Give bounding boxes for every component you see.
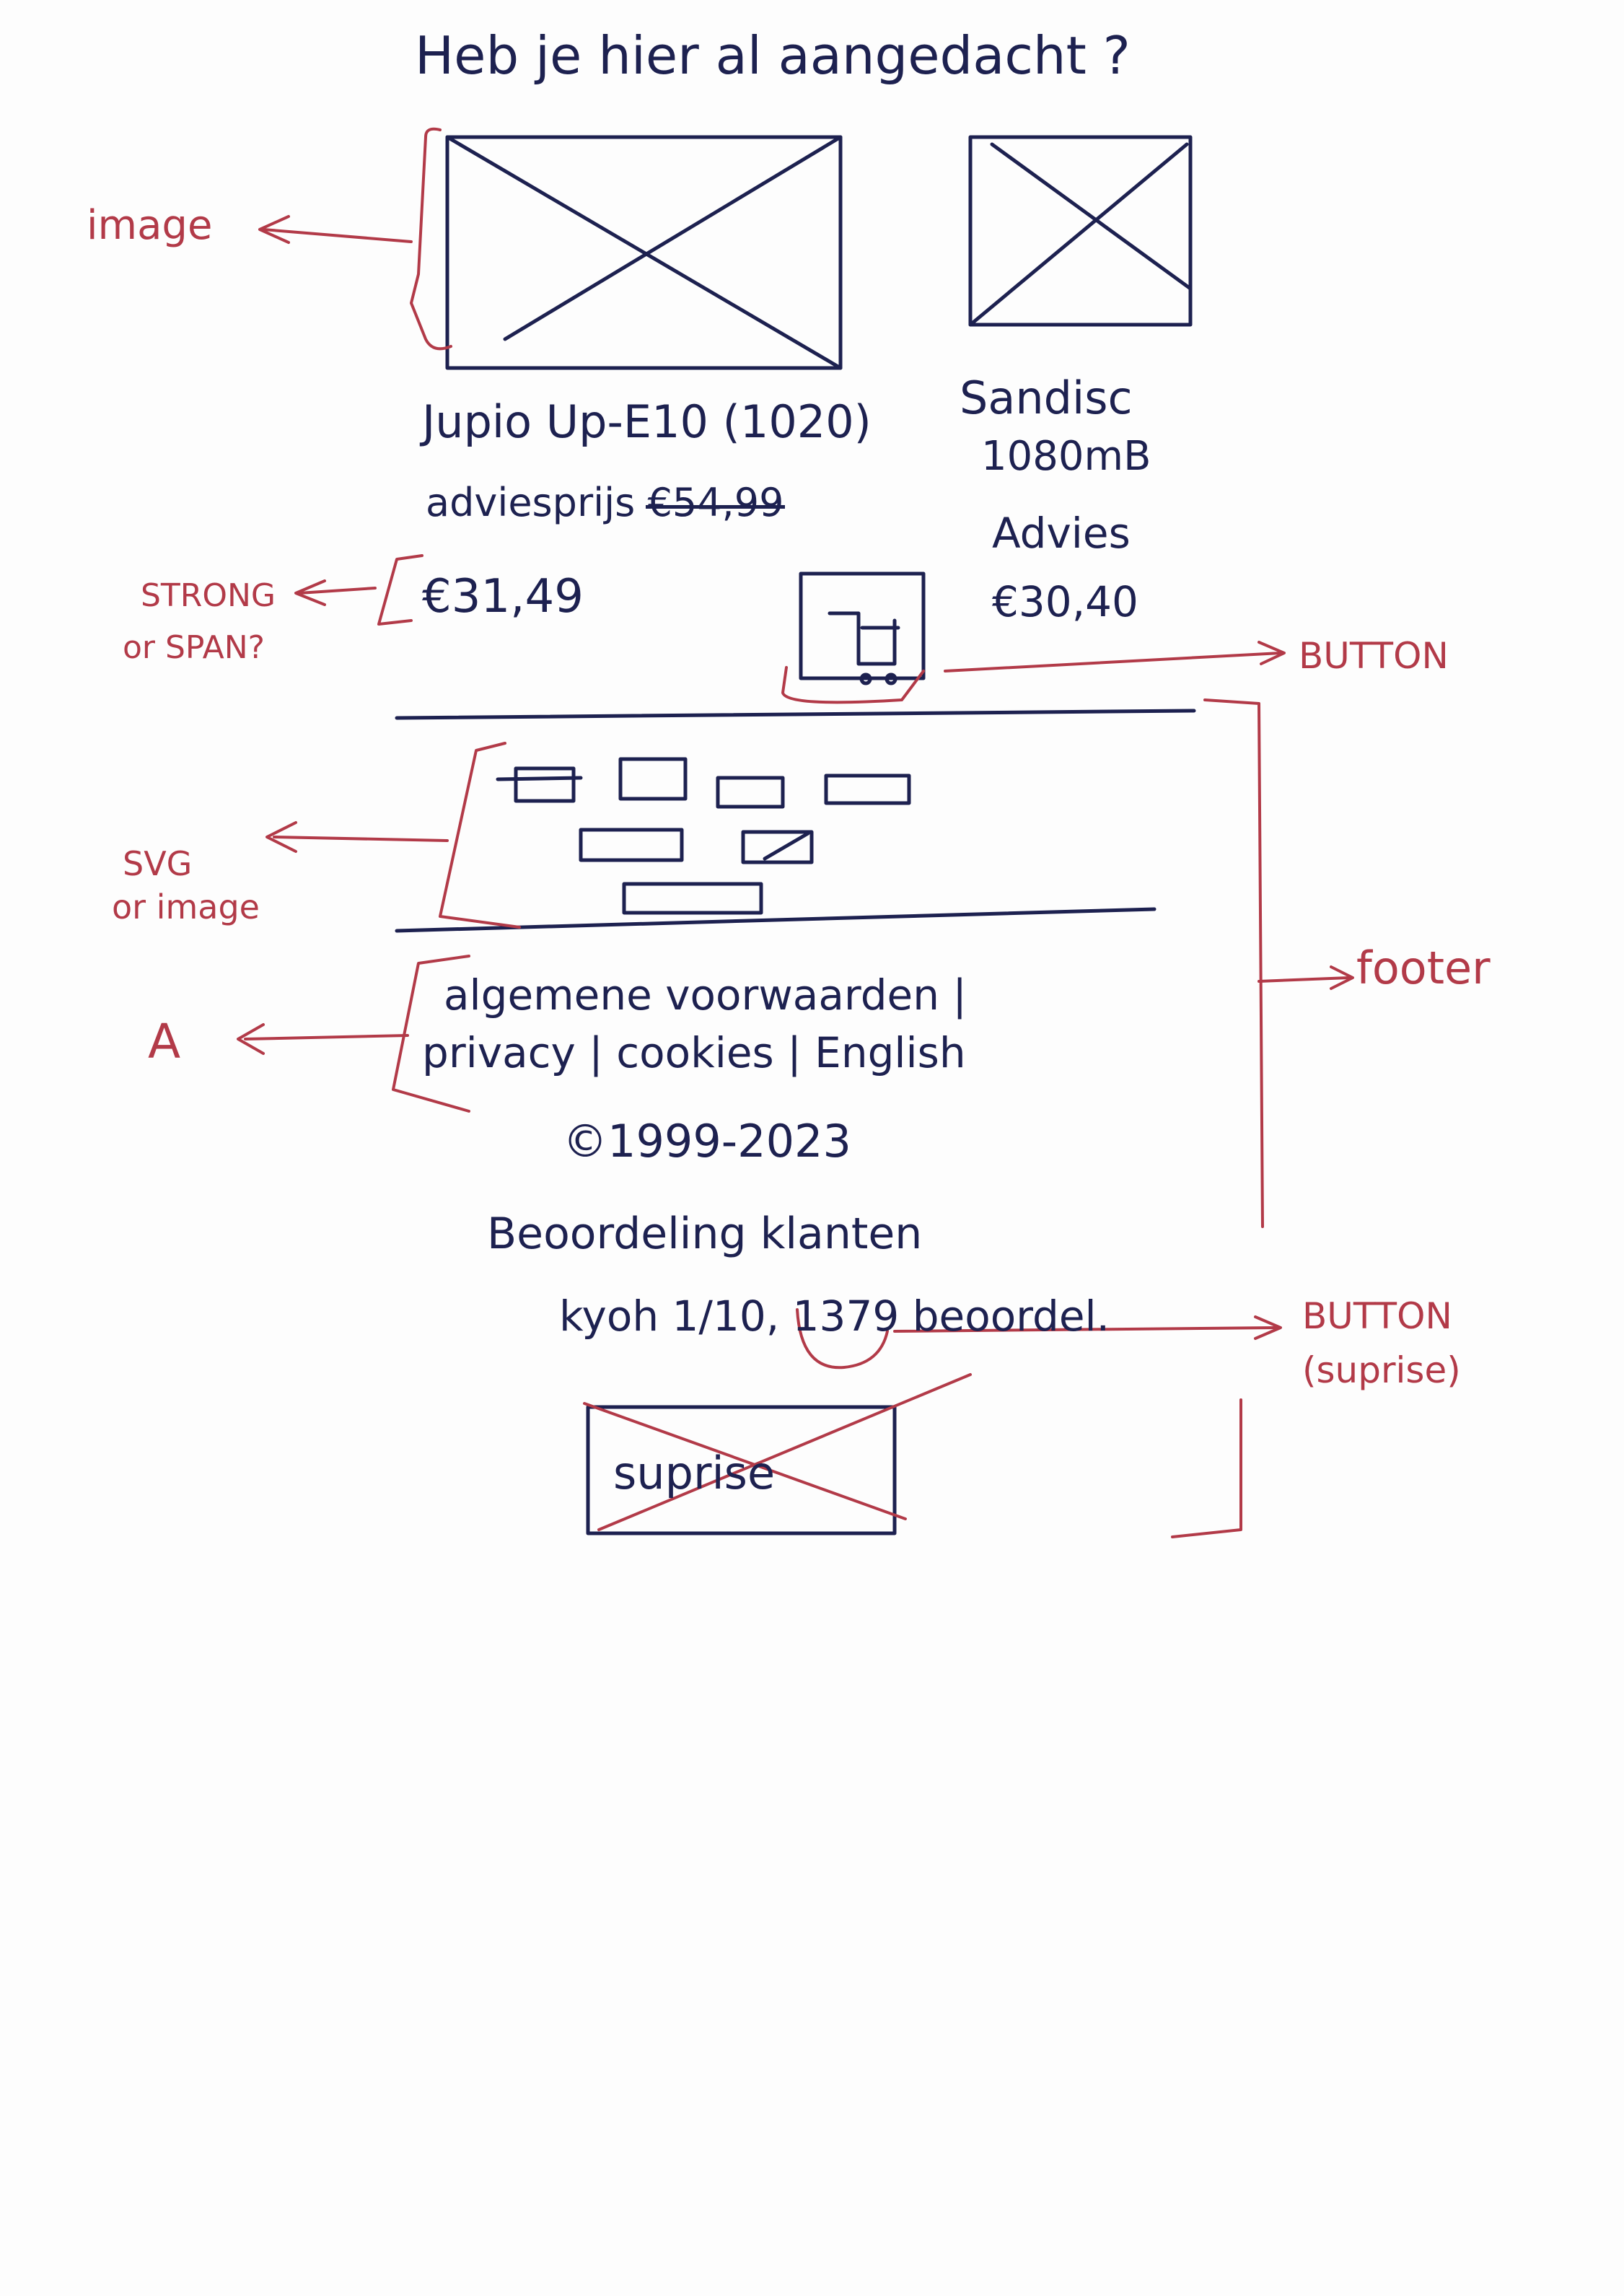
annotation-footer: footer: [1356, 942, 1491, 994]
annotation-link: A: [148, 1014, 181, 1069]
footer-separator: |: [589, 1028, 603, 1077]
payment-logos: [496, 757, 911, 915]
reviews-score: kyoh 1/10,: [559, 1292, 780, 1341]
advice-label: adviesprijs: [426, 480, 636, 525]
annotation-svg: SVG: [123, 844, 193, 883]
product-name[interactable]: Jupio Up-E10 (1020): [422, 395, 872, 448]
advice-price-line: adviesprijs €54,99: [426, 480, 784, 525]
crossed-surprise-button: [583, 1373, 972, 1535]
footer-link-terms[interactable]: algemene voorwaarden: [444, 970, 939, 1020]
footer-separator: |: [952, 970, 967, 1020]
footer-reviews-label: Beoordeling klanten: [487, 1209, 923, 1259]
footer-link-privacy[interactable]: privacy: [422, 1028, 576, 1077]
product-image-2: [968, 135, 1193, 327]
product-image-1: [445, 135, 843, 370]
annotation-button-2-sub: (suprise): [1302, 1349, 1461, 1391]
product-name-line2[interactable]: 1080mB: [981, 433, 1151, 480]
footer-reviews[interactable]: kyoh 1/10, 1379 beoordel.: [559, 1292, 1110, 1341]
advice-label: Advies: [992, 509, 1131, 558]
product-name-line1[interactable]: Sandisc: [960, 372, 1133, 424]
divider-middle: [395, 907, 1156, 933]
annotation-svg-sub: or image: [112, 888, 260, 926]
cart-button[interactable]: [799, 571, 926, 685]
annotation-strong: STRONG: [141, 577, 276, 614]
product-price: €30,40: [992, 577, 1138, 626]
old-price: €54,99: [647, 480, 784, 525]
reviews-suffix: beoordel.: [912, 1292, 1110, 1341]
divider-top: [395, 709, 1196, 720]
footer-separator: |: [787, 1028, 802, 1077]
footer-link-english[interactable]: English: [815, 1028, 966, 1077]
annotation-button: BUTTON: [1299, 635, 1449, 677]
footer-copyright: ©1999-2023: [563, 1115, 851, 1167]
reviews-count[interactable]: 1379: [792, 1292, 900, 1341]
footer-links-row-2: privacy | cookies | English: [422, 1028, 966, 1077]
annotation-strong-sub: or SPAN?: [123, 629, 265, 666]
surprise-button-label: suprise: [613, 1447, 776, 1499]
footer-links-row-1: algemene voorwaarden |: [444, 970, 967, 1020]
annotation-button-2: BUTTON: [1302, 1295, 1452, 1337]
product-price: €31,49: [422, 570, 584, 623]
page-heading: Heb je hier al aangedacht ?: [415, 25, 1131, 86]
annotations: [237, 127, 1354, 1538]
annotation-image: image: [87, 202, 213, 249]
footer-link-cookies[interactable]: cookies: [616, 1028, 774, 1077]
